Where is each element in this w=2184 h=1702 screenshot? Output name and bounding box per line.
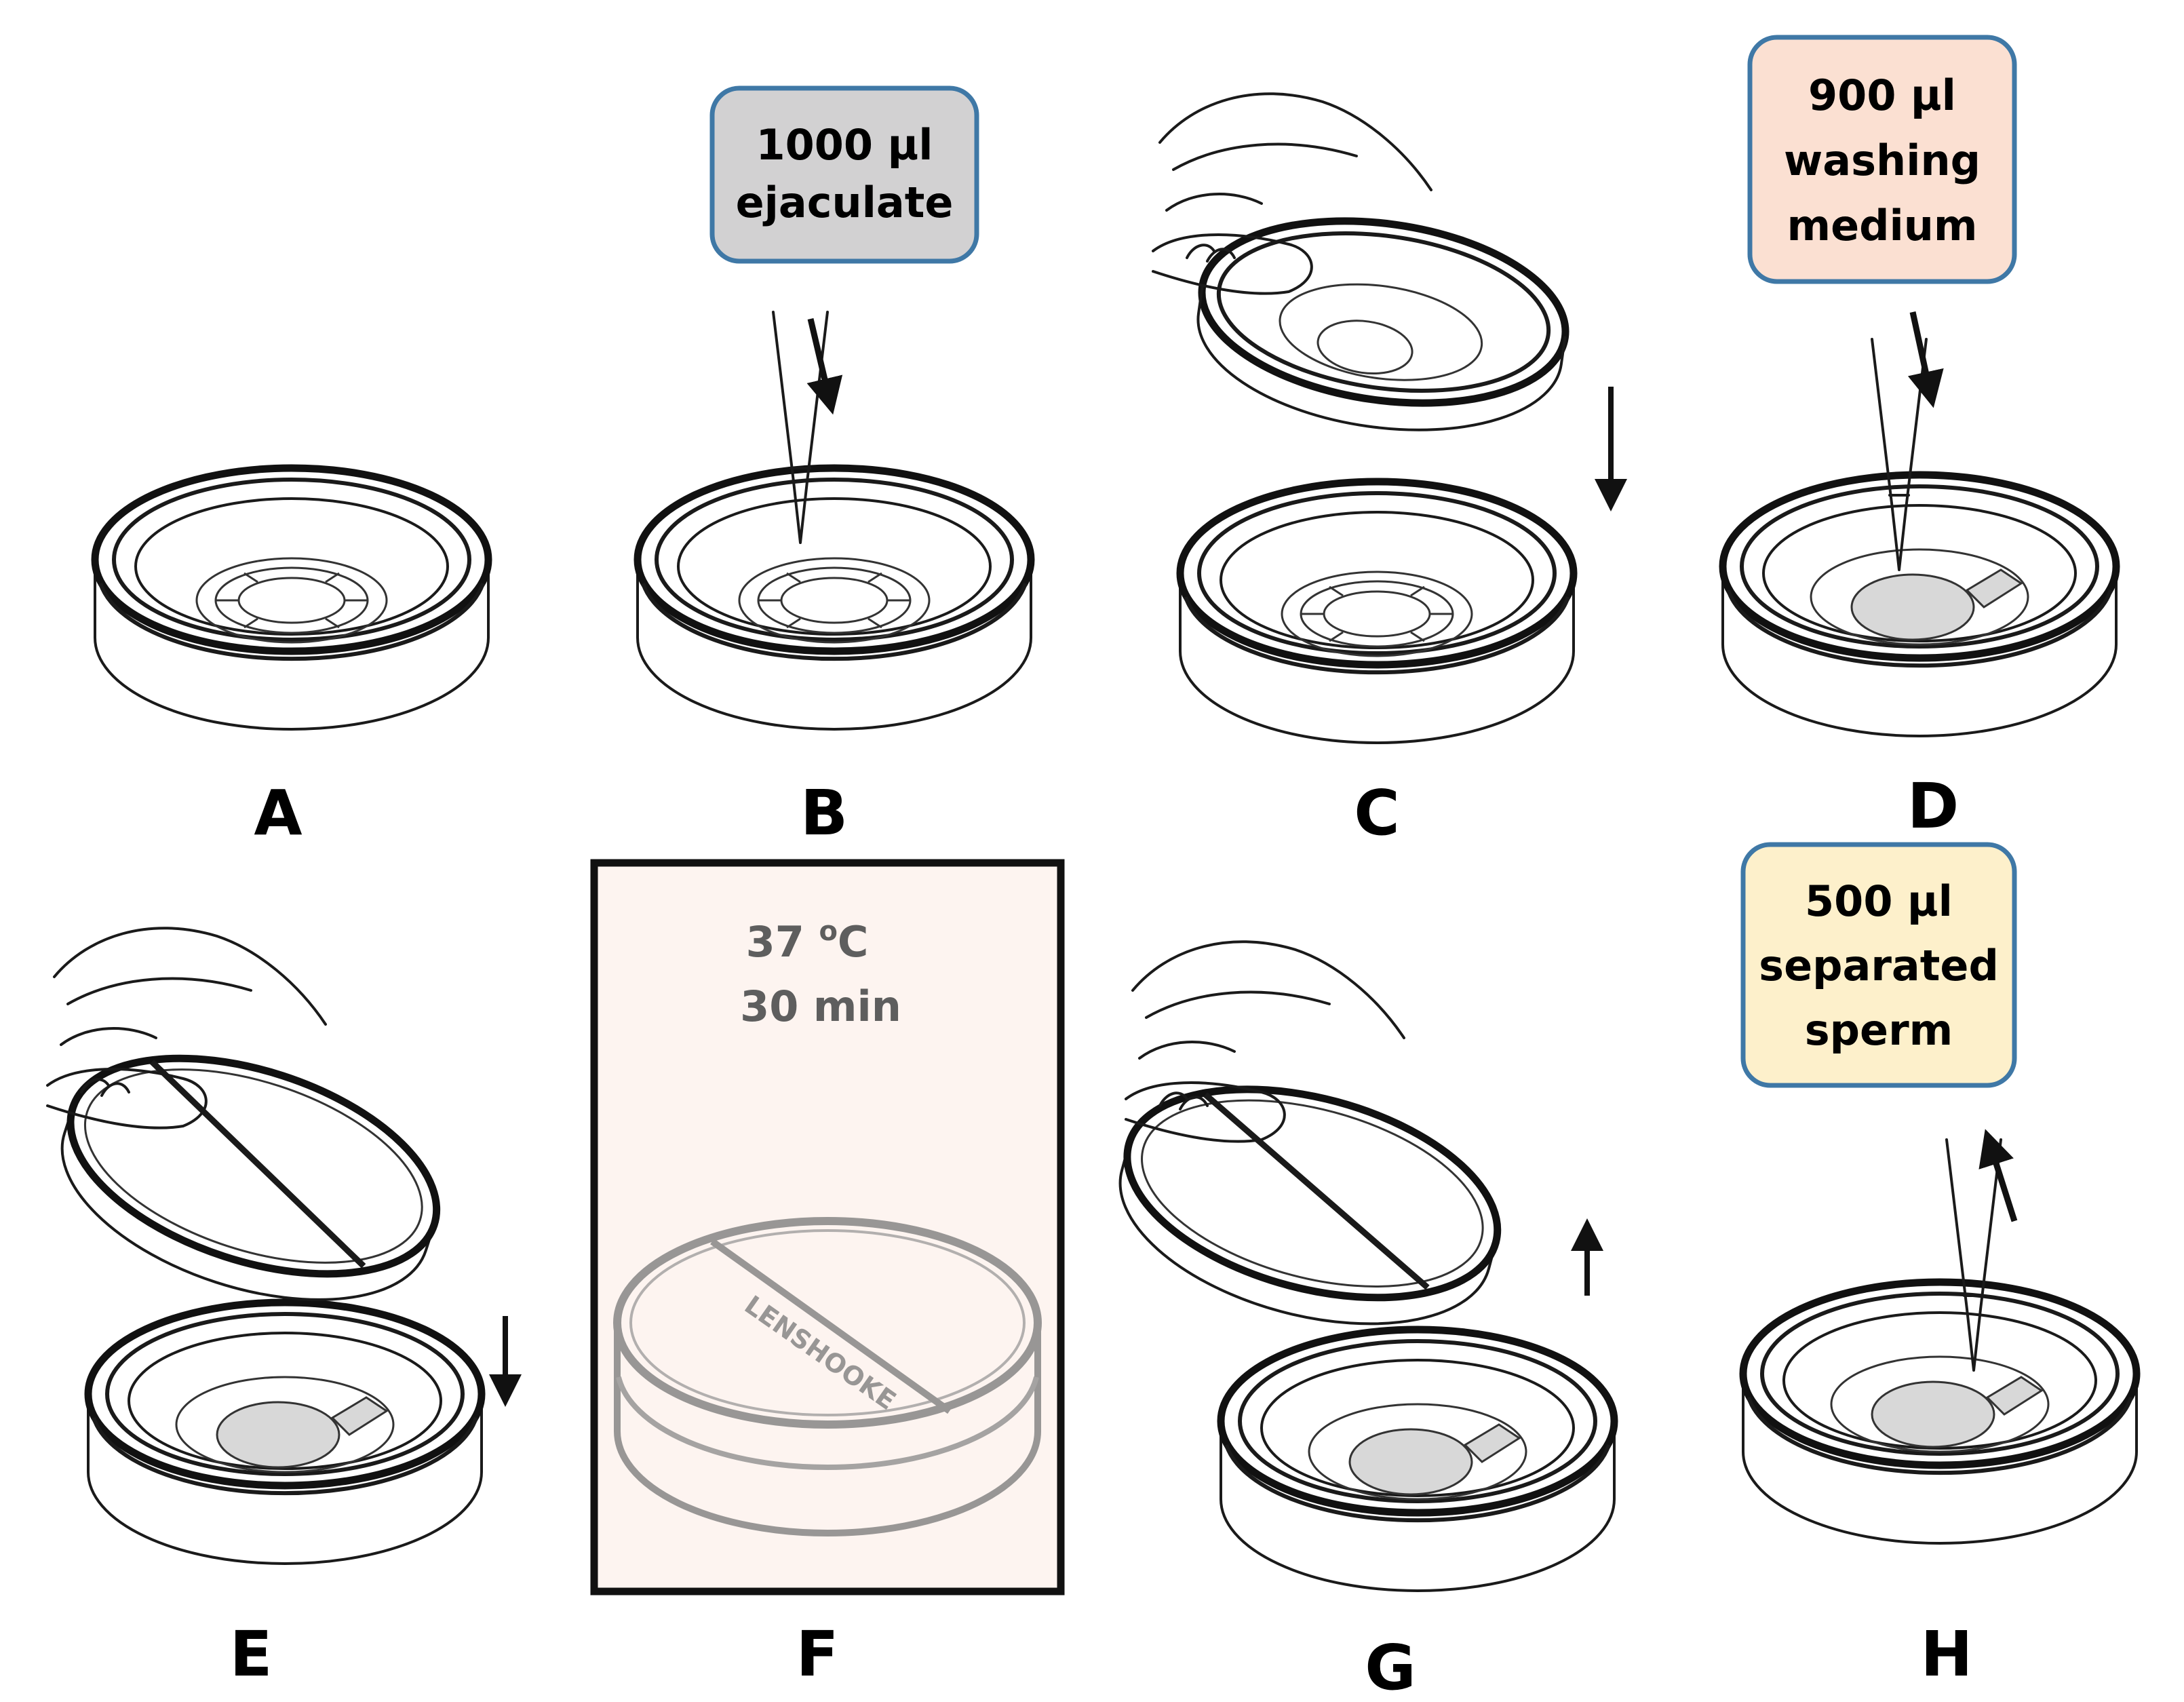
panel-label-g: G (1365, 1631, 1416, 1702)
callout-h-line1: 500 µl (1805, 876, 1953, 926)
panel-label-d: D (1907, 770, 1959, 843)
dish-base (638, 468, 1031, 729)
callout-box-h (1740, 842, 2017, 1088)
callout-box-b (709, 85, 979, 264)
panel-b: 1000 µl ejaculate B (638, 85, 1031, 849)
callout-b-line2: ejaculate (736, 178, 954, 227)
dish-base (1180, 482, 1574, 743)
callout-d-line1: 900 µl (1808, 71, 1956, 120)
callout-d-line2: washing (1784, 136, 1981, 185)
callout-b-line1: 1000 µl (756, 120, 933, 170)
lid (35, 1017, 463, 1340)
dish-base-filter (1743, 1282, 2137, 1543)
incubation-box (590, 859, 1065, 1595)
dish-base-filter (88, 1302, 482, 1564)
panel-e: E (35, 927, 522, 1690)
panel-a: A (95, 468, 488, 849)
lid (1097, 1053, 1521, 1361)
panel-h: 500 µl separated sperm H (1740, 842, 2137, 1690)
arrow-down-icon (1907, 311, 1944, 408)
callout-h-line2: separated (1759, 941, 1999, 990)
panel-f: 37 oC 30 min LENSHOOKE F (590, 859, 1065, 1690)
panel-label-e: E (230, 1618, 273, 1690)
panel-label-c: C (1354, 777, 1400, 849)
temperature-label: 37 oC (746, 916, 869, 967)
panel-c: C (1152, 92, 1627, 849)
panel-label-b: B (800, 777, 848, 849)
callout-h-line3: sperm (1805, 1005, 1953, 1055)
dish-base (95, 468, 488, 729)
panel-label-h: H (1921, 1618, 1973, 1690)
dish-base-filter (1221, 1330, 1614, 1591)
hand-icon (1152, 92, 1432, 295)
callout-d-line3: medium (1787, 201, 1977, 250)
callout-box-d (1747, 35, 2017, 284)
pipette-icon (1871, 338, 1928, 571)
time-label: 30 min (740, 982, 901, 1031)
panel-label-a: A (254, 777, 302, 849)
panel-d: 900 µl washing medium D (1723, 35, 2116, 843)
arrow-up-icon (1978, 1129, 2018, 1222)
arrow-down-icon (806, 317, 843, 415)
dish-base-filter (1723, 475, 2116, 736)
panel-g: G (1097, 940, 1614, 1702)
pipette-icon (1945, 1138, 2002, 1372)
panel-label-f: F (796, 1618, 839, 1690)
